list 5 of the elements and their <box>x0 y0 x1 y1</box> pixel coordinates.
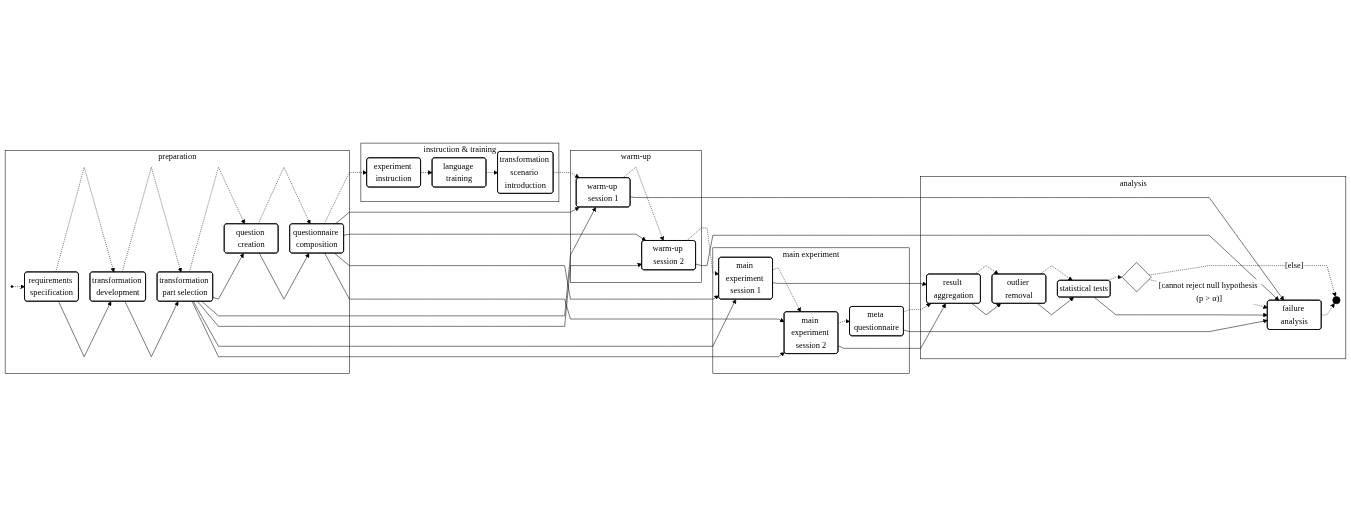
edge-label: [cannot reject null hypothesis (p > α)] <box>1158 281 1258 303</box>
arrow <box>12 284 25 290</box>
edge-label: [else] <box>1284 261 1304 271</box>
node-circle <box>10 285 14 289</box>
node-diamond <box>1121 262 1152 293</box>
